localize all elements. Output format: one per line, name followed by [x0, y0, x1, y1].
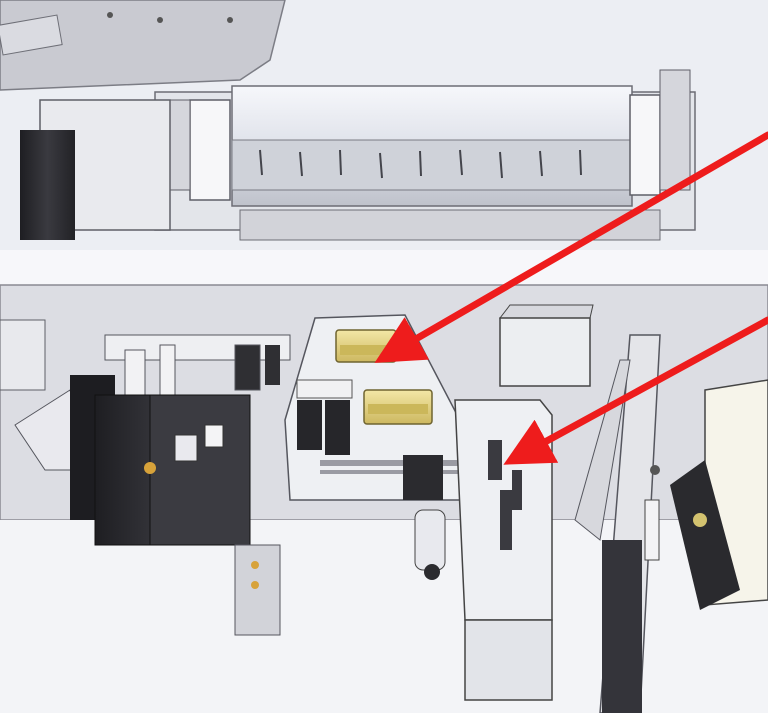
junction-box [498, 304, 594, 387]
solenoid-block [296, 379, 353, 455]
bracket-assembly [104, 334, 291, 416]
annotation-arrows [374, 131, 768, 465]
arrow-to-valve [374, 131, 768, 363]
drive-motor [14, 375, 281, 636]
gap-band [0, 250, 768, 285]
power-supply [670, 379, 768, 610]
arrow-to-connector [503, 316, 768, 465]
filter-regulator [403, 455, 446, 580]
roller-assembly [20, 69, 696, 241]
